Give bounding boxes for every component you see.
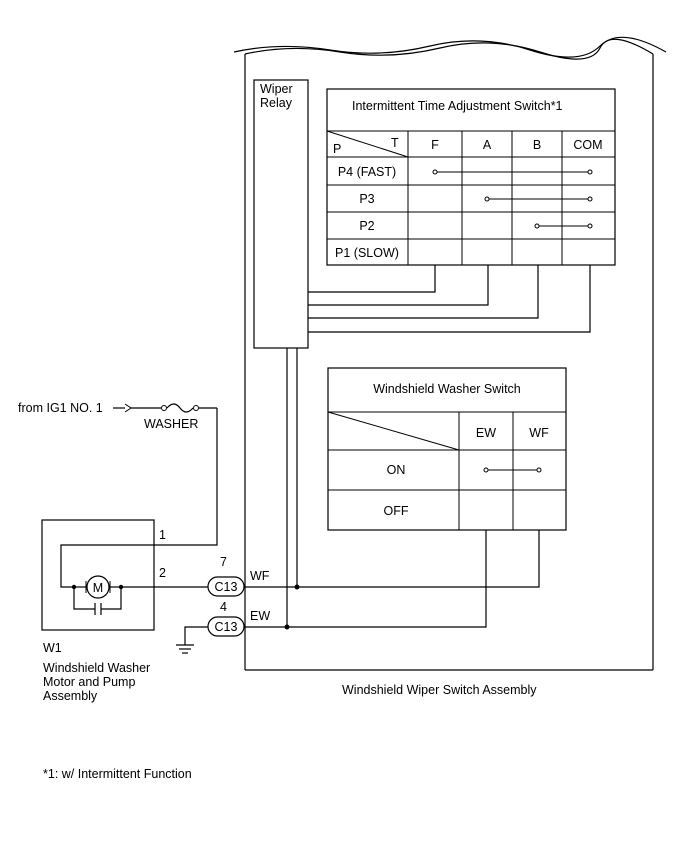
row-label-p1: P1 (SLOW) bbox=[335, 246, 399, 260]
row-label-p2: P2 bbox=[359, 219, 374, 233]
pin-1-label: 1 bbox=[159, 528, 166, 542]
wire-fuse-to-pin1 bbox=[60, 408, 218, 588]
connector-c13-wf: C13 bbox=[207, 576, 245, 597]
washer-switch-table: Windshield Washer Switch EW WF ON OFF bbox=[327, 367, 567, 531]
wiper-relay-label-1: Wiper bbox=[260, 82, 293, 96]
wiper-relay: Wiper Relay bbox=[253, 79, 309, 349]
motor-name-1: Windshield Washer bbox=[43, 661, 150, 675]
connector-wf-pin: 7 bbox=[220, 555, 227, 569]
power-source-label: from IG1 NO. 1 bbox=[18, 401, 103, 415]
footnote: *1: w/ Intermittent Function bbox=[43, 767, 192, 781]
connection-on-ew-wf bbox=[483, 467, 542, 473]
wire-ew-to-ground bbox=[184, 626, 208, 645]
wire-wf bbox=[244, 530, 540, 588]
wf-wire-label: WF bbox=[250, 569, 270, 583]
washer-row-on: ON bbox=[387, 463, 406, 477]
switch-assembly-outline bbox=[233, 36, 667, 671]
connector-c13-ew-label: C13 bbox=[215, 620, 238, 634]
washer-row-off: OFF bbox=[384, 504, 409, 518]
ew-wire-label: EW bbox=[250, 609, 270, 623]
col-header-a: A bbox=[483, 138, 492, 152]
motor-symbol: M bbox=[93, 581, 103, 595]
motor-name-2: Motor and Pump bbox=[43, 675, 135, 689]
col-header-f: F bbox=[431, 138, 439, 152]
fuse-label: WASHER bbox=[144, 417, 198, 431]
col-header-com: COM bbox=[573, 138, 602, 152]
col-header-b: B bbox=[533, 138, 541, 152]
connector-c13-wf-label: C13 bbox=[215, 580, 238, 594]
connector-c13-ew: C13 bbox=[207, 616, 245, 637]
motor-code: W1 bbox=[43, 641, 62, 655]
power-source: from IG1 NO. 1 bbox=[18, 401, 161, 415]
washer-fuse bbox=[161, 403, 217, 413]
washer-switch-title: Windshield Washer Switch bbox=[373, 382, 521, 396]
connection-p2-b-com bbox=[534, 223, 593, 229]
relay-signal-wires bbox=[308, 265, 591, 333]
connection-p4-f-com bbox=[432, 169, 593, 175]
wiper-relay-label-2: Relay bbox=[260, 96, 293, 110]
washer-col-ew: EW bbox=[476, 426, 496, 440]
washer-motor-assembly: 1 2 M bbox=[41, 519, 166, 631]
connection-p3-a-com bbox=[484, 196, 593, 202]
intermittent-switch-table: Intermittent Time Adjustment Switch*1 P … bbox=[326, 88, 616, 266]
junction-ew bbox=[284, 624, 290, 630]
row-label-p3: P3 bbox=[359, 192, 374, 206]
junction-wf bbox=[294, 584, 300, 590]
pin-2-label: 2 bbox=[159, 566, 166, 580]
intermittent-switch-title: Intermittent Time Adjustment Switch*1 bbox=[352, 99, 563, 113]
table-corner-t: T bbox=[391, 136, 399, 150]
ground-icon bbox=[176, 644, 194, 654]
washer-col-wf: WF bbox=[529, 426, 549, 440]
connector-ew-pin: 4 bbox=[220, 600, 227, 614]
switch-assembly-label: Windshield Wiper Switch Assembly bbox=[342, 683, 537, 697]
motor-icon bbox=[86, 575, 110, 599]
wire-ew bbox=[244, 530, 487, 628]
table-corner-p: P bbox=[333, 142, 341, 156]
row-label-p4: P4 (FAST) bbox=[338, 165, 396, 179]
motor-name-3: Assembly bbox=[43, 689, 98, 703]
